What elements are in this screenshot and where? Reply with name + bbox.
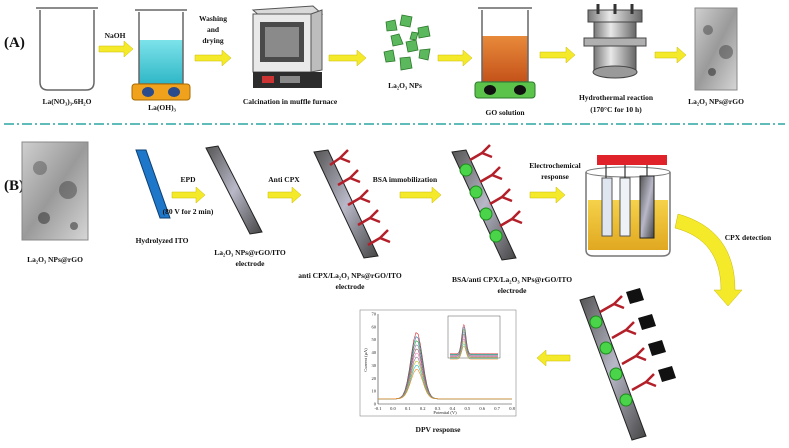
dpv-inset-curve [450, 345, 498, 360]
go-label: GO solution [486, 108, 526, 117]
electrode3-label: BSA/anti CPX/La₂O₃ NPs@rGO/ITO [452, 275, 572, 284]
beaker-precursor [36, 7, 98, 91]
hydrothermal-label: Hydrothermal reaction [579, 93, 654, 102]
dpv-inset-curve [450, 336, 498, 357]
y-tick-label: 20 [372, 376, 377, 381]
arrow-b4 [529, 186, 566, 204]
dpv-inset-curve [450, 340, 498, 359]
electrode-4-icon [579, 288, 676, 441]
arrow-cpx-detection [674, 213, 743, 307]
x-tick-label: 0.8 [509, 406, 515, 411]
autoclave-icon [583, 4, 647, 79]
y-tick-label: 60 [372, 324, 377, 329]
calcination-label: Calcination in muffle furnace [243, 97, 338, 106]
arrow-a1 [98, 40, 134, 58]
composite-b-label: La₂O₃ NPs@rGO [27, 255, 83, 264]
arrow-a6 [654, 46, 687, 64]
electrode2-label: anti CPX/La₂O₃ NPs@rGO/ITO [298, 271, 402, 280]
y-tick-label: 50 [372, 337, 377, 342]
x-tick-label: 0.6 [479, 406, 485, 411]
electrode2b-label: electrode [335, 282, 365, 291]
dpv-curve [378, 368, 512, 400]
response-label: response [541, 172, 569, 181]
y-tick-label: 40 [372, 350, 377, 355]
arrow-b5 [536, 349, 571, 367]
x-tick-label: 0.7 [494, 406, 500, 411]
dpv-plot: 70 60 50 40 30 20 10 0 -0.1 0.0 0.1 0.2 0.3 0.4 0.5 0.… [359, 309, 517, 417]
x-tick-label: 0.0 [390, 406, 396, 411]
electrode1b-label: electrode [235, 259, 265, 268]
dpv-inset-curve [450, 338, 498, 358]
dpv-inset-curve [450, 333, 498, 357]
arrow-b3 [399, 186, 442, 204]
tem-image-b [21, 141, 89, 241]
ito-electrode-icon [135, 149, 171, 219]
cpx-detection-label: CPX detection [725, 233, 772, 242]
beaker-go-solution [474, 7, 536, 99]
dpv-label: DPV response [416, 425, 462, 434]
arrow-a3 [328, 49, 367, 67]
anti-cpx-label: Anti CPX [268, 175, 300, 184]
panel-b-label: (B) [4, 178, 24, 194]
electrode-2-icon [313, 149, 391, 259]
composite-a-label: La₂O₃ NPs@rGO [688, 97, 744, 106]
ito-label: Hydrolyzed ITO [136, 236, 189, 245]
electrode3b-label: electrode [497, 286, 527, 295]
x-tick-label: 0.1 [405, 406, 411, 411]
y-tick-label: 10 [372, 389, 377, 394]
electrode1-label: La₂O₃ NPs@rGO/ITO [214, 248, 286, 257]
x-tick-label: 0.4 [450, 406, 456, 411]
arrow-b1 [171, 186, 206, 204]
naoh-label: NaOH [105, 31, 126, 40]
dpv-inset-curve [450, 343, 498, 359]
electrode-3-icon [451, 144, 523, 261]
tem-image-a [694, 7, 738, 91]
precursor-label: La(NO₃)₃.6H₂O [42, 97, 91, 106]
panel-a-label: (A) [4, 35, 25, 51]
x-tick-label: 0.2 [420, 406, 426, 411]
dpv-inset-curve [450, 328, 498, 356]
hydroxide-label: La(OH)₃ [148, 103, 176, 112]
muffle-furnace-icon [251, 5, 324, 88]
dpv-inset-curve [450, 331, 498, 356]
y-tick-label: 70 [372, 312, 377, 317]
echem-label: Electrochemical [529, 161, 581, 170]
arrow-a5 [539, 46, 576, 64]
arrow-a4 [437, 49, 473, 67]
epd-cond-label: (80 V for 2 min) [163, 207, 214, 216]
plot-ylabel: Current (μA) [363, 348, 368, 372]
x-tick-label: 0.5 [465, 406, 471, 411]
plot-xlabel: Potential (V) [433, 410, 457, 415]
arrow-b2 [267, 186, 302, 204]
nps-label: La₂O₃ NPs [388, 81, 422, 90]
bsa-label: BSA immobilization [373, 175, 438, 184]
and-label: and [207, 25, 220, 34]
drying-label: drying [202, 36, 224, 45]
hydrothermal-cond-label: (170°C for 10 h) [590, 105, 642, 114]
electrode-1-icon [205, 145, 263, 235]
epd-label: EPD [181, 175, 197, 184]
dpv-inset-curve [450, 326, 498, 355]
beaker-hydroxide [131, 9, 191, 101]
y-tick-label: 0 [374, 402, 377, 407]
washing-label: Washing [199, 14, 227, 23]
x-tick-label: 0.3 [435, 406, 441, 411]
y-tick-label: 30 [372, 363, 377, 368]
electrochemical-cell-icon [585, 155, 671, 257]
arrow-a2 [194, 49, 232, 67]
dpv-inset-curve [450, 324, 498, 354]
x-tick-label: -0.1 [374, 406, 381, 411]
nanoparticles-icon [383, 14, 431, 71]
